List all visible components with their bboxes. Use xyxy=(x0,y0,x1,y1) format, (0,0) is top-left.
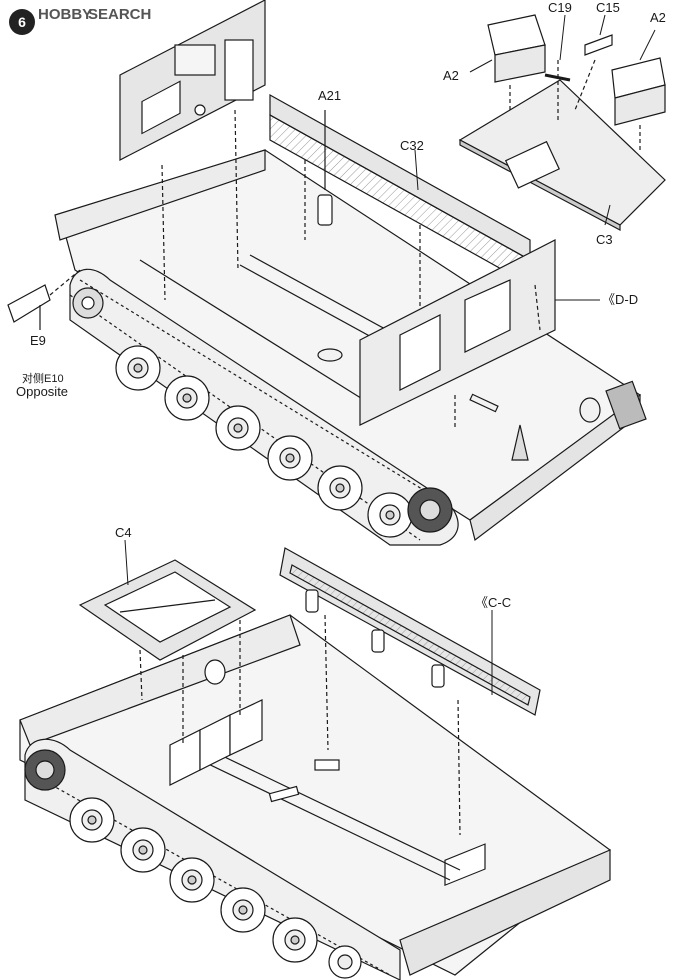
label-c4: C4 xyxy=(115,525,132,540)
label-c3: C3 xyxy=(596,232,613,247)
panel-fitting xyxy=(305,589,319,613)
bottom-hull-assembly xyxy=(19,547,611,980)
label-c15: C15 xyxy=(596,0,620,15)
road-wheel xyxy=(367,492,413,538)
part-a21 xyxy=(317,110,333,226)
floor-rail xyxy=(199,759,451,881)
top-leader-lines xyxy=(414,14,656,301)
floor-disc xyxy=(204,659,226,685)
rear-track-detail xyxy=(605,380,647,430)
label-d-d: 《D-D xyxy=(602,292,638,307)
road-wheel xyxy=(169,857,215,903)
part-c3-plate xyxy=(458,79,666,231)
part-a2-box xyxy=(487,14,546,110)
drive-sprocket xyxy=(407,487,453,533)
floor-bracket xyxy=(469,393,499,413)
watermark-logo: 6 HOBBY SEARCH xyxy=(9,6,151,35)
panel-fitting xyxy=(371,629,385,653)
floor-bracket xyxy=(314,759,340,771)
step-badge xyxy=(9,9,35,35)
part-e9 xyxy=(7,269,81,330)
panel-gauge xyxy=(194,104,206,116)
road-wheel xyxy=(220,887,266,933)
control-panel xyxy=(504,140,560,189)
part-c15 xyxy=(574,34,613,111)
rear-disc xyxy=(579,397,601,423)
road-wheel xyxy=(267,435,313,481)
label-a2-right: A2 xyxy=(650,10,666,25)
road-wheel xyxy=(328,945,362,979)
road-wheel xyxy=(164,375,210,421)
panel-fitting xyxy=(431,664,445,688)
label-c-c: 《C-C xyxy=(475,595,511,610)
road-wheel xyxy=(69,797,115,843)
panel-box xyxy=(224,39,254,101)
part-d-d-frame xyxy=(359,239,556,430)
drive-sprocket xyxy=(24,749,66,791)
part-a2-box xyxy=(611,57,666,150)
label-c19: C19 xyxy=(548,0,572,15)
label-c32: C32 xyxy=(400,138,424,153)
label-e10-en: Opposite xyxy=(16,384,68,399)
upper-hull-left-wall xyxy=(54,149,266,241)
instrument-cluster xyxy=(174,44,216,76)
step-number: 6 xyxy=(18,14,26,30)
seat-row xyxy=(169,699,263,786)
lower-hull-rear-box xyxy=(399,849,611,976)
lower-hull-left-wall xyxy=(19,614,301,746)
floor-rail xyxy=(209,749,461,871)
floor-mount xyxy=(317,348,343,362)
floor-rail xyxy=(139,259,381,411)
road-wheel xyxy=(317,465,363,511)
floor-bracket xyxy=(268,785,300,803)
rear-hatch xyxy=(444,843,486,887)
part-c4 xyxy=(78,559,257,745)
road-wheel xyxy=(120,827,166,873)
floor-post xyxy=(511,424,529,461)
watermark-suffix: SEARCH xyxy=(88,6,151,23)
bottom-leader-lines xyxy=(124,539,493,695)
upper-track-run xyxy=(69,268,647,546)
label-e9: E9 xyxy=(30,333,46,348)
watermark-brand: HOBBY xyxy=(38,6,92,23)
part-c19 xyxy=(544,60,571,120)
road-wheel xyxy=(272,917,318,963)
label-e10-cn: 对侧E10 xyxy=(22,371,64,385)
front-bulkhead-panel xyxy=(119,0,266,301)
panel-box xyxy=(141,80,181,135)
label-a2-left: A2 xyxy=(443,68,459,83)
road-wheel xyxy=(215,405,261,451)
top-hull-assembly xyxy=(7,0,666,546)
lower-track-run xyxy=(24,738,401,980)
part-labels: A21 C32 C19 C15 A2 A2 C3 《D-D E9 对侧E10 O… xyxy=(16,0,666,610)
road-wheel xyxy=(115,345,161,391)
part-c-c-panel xyxy=(279,547,541,836)
label-a21: A21 xyxy=(318,88,341,103)
